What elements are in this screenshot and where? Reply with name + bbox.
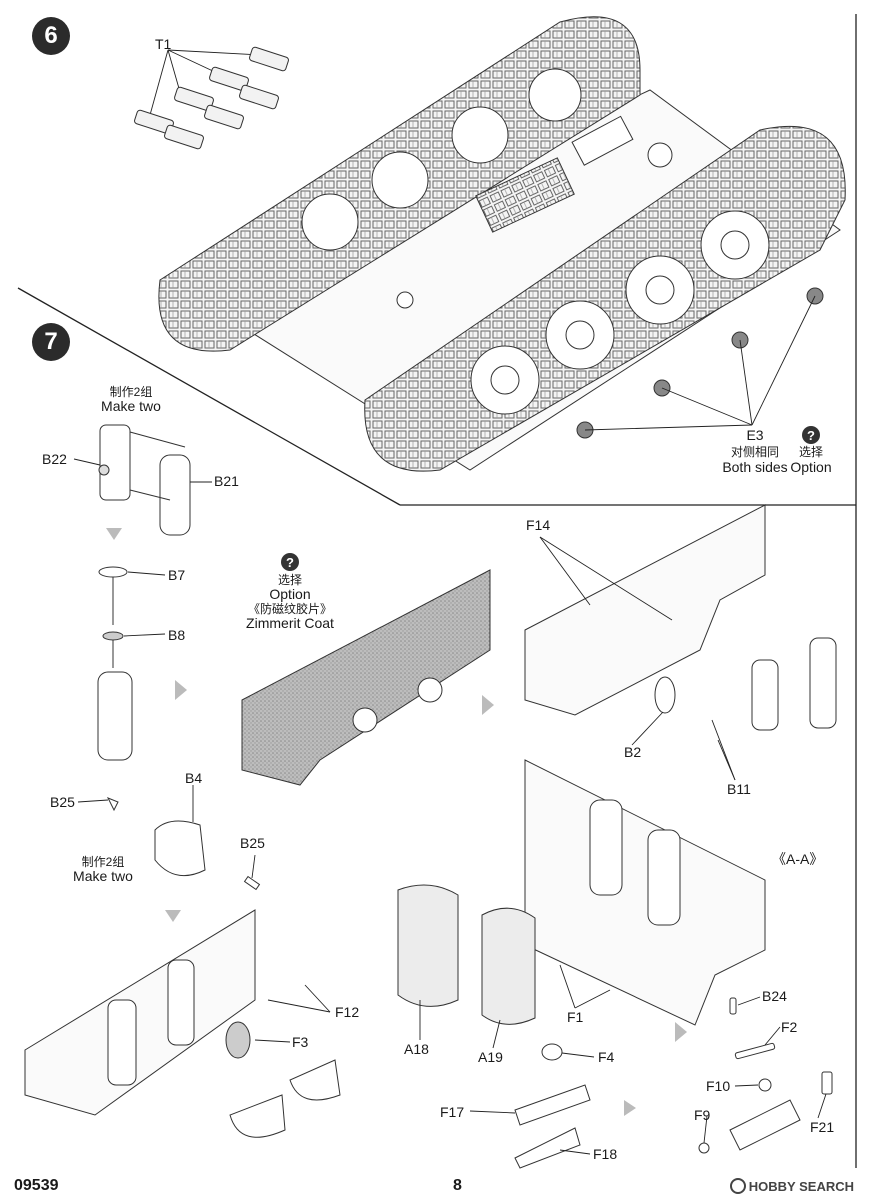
road-wheel (301, 193, 359, 251)
suspension-assembly-left (24, 909, 341, 1138)
road-wheel (451, 106, 509, 164)
label-zimmerit: Zimmerit Coat (246, 615, 334, 631)
label-f17: F17 (440, 1104, 465, 1120)
label-b11: B11 (727, 781, 751, 797)
watermark-text: HOBBY SEARCH (748, 1179, 854, 1194)
label-f1: F1 (567, 1009, 584, 1025)
road-wheel (625, 255, 695, 325)
suspension-assembly-aa (397, 759, 766, 1026)
arm-subassembly-right (698, 997, 833, 1154)
label-f9: F9 (694, 1107, 711, 1123)
label-e3: E3 (746, 427, 764, 443)
road-wheel (470, 345, 540, 415)
label-a18: A18 (404, 1041, 429, 1057)
leader-lines-step6 (149, 49, 816, 431)
label-f3: F3 (292, 1034, 309, 1050)
label-f10: F10 (706, 1078, 731, 1094)
step-6-badge: 6 (32, 17, 70, 55)
label-f12: F12 (335, 1004, 360, 1020)
label-t1: T1 (155, 36, 172, 52)
label-make-two-cn: 制作2组 (109, 385, 153, 399)
option-help-icon: ? (802, 426, 820, 444)
lower-arm-f17-f18 (514, 1043, 591, 1169)
shock-cylinder (97, 671, 133, 761)
leader-lines-step7 (73, 458, 827, 1155)
label-both-sides: Both sides (722, 459, 788, 475)
label-f21: F21 (810, 1119, 835, 1135)
step-7-badge: 7 (32, 323, 70, 361)
label-f14: F14 (526, 517, 551, 533)
shock-sleeve-b21-b22 (98, 424, 191, 536)
label-b24: B24 (762, 988, 787, 1004)
bracket-b4 (106, 797, 261, 891)
label-option-cn: 选择 (798, 445, 824, 459)
label-option-2: Option (269, 586, 311, 602)
label-zimmerit-cn: 《防磁纹胶片》 (247, 602, 333, 616)
label-make-two-2: Make two (73, 868, 133, 884)
tank-hull-assembly (158, 16, 846, 472)
label-b21: B21 (214, 473, 239, 489)
track-links-t1 (134, 46, 289, 150)
label-b2: B2 (624, 744, 642, 760)
road-wheel (528, 68, 582, 122)
road-wheel (371, 151, 429, 209)
road-wheel (545, 300, 615, 370)
label-e3-cn: 对侧相同 (730, 445, 780, 459)
watermark: HOBBY SEARCH (729, 1178, 854, 1194)
track-link-section (475, 157, 575, 233)
label-aa: 《A-A》 (772, 851, 824, 867)
assembly-arrow (106, 528, 687, 1116)
label-make-two: Make two (101, 398, 161, 414)
panel-frame (17, 14, 857, 1168)
kit-number: 09539 (14, 1177, 59, 1194)
label-f18: F18 (593, 1146, 618, 1162)
label-option: Option (790, 459, 832, 475)
zimmerit-option-icon: ? (281, 553, 299, 571)
road-wheel (700, 210, 770, 280)
label-b25-b: B25 (240, 835, 265, 851)
watermark-logo-icon (729, 1178, 746, 1194)
label-b25-a: B25 (50, 794, 75, 810)
label-option-cn-2: 选择 (277, 573, 303, 587)
bump-stop-b7-b8 (98, 566, 128, 668)
label-a19: A19 (478, 1049, 503, 1065)
label-f4: F4 (598, 1049, 615, 1065)
label-f2: F2 (781, 1019, 798, 1035)
label-make-two-cn-2: 制作2组 (81, 855, 125, 869)
label-b4: B4 (185, 770, 203, 786)
page-number: 8 (453, 1177, 462, 1194)
label-b22: B22 (42, 451, 67, 467)
label-b7: B7 (168, 567, 186, 583)
suspension-panel-f14 (524, 504, 837, 731)
zimmerit-side-panel (241, 569, 491, 786)
label-b8: B8 (168, 627, 186, 643)
